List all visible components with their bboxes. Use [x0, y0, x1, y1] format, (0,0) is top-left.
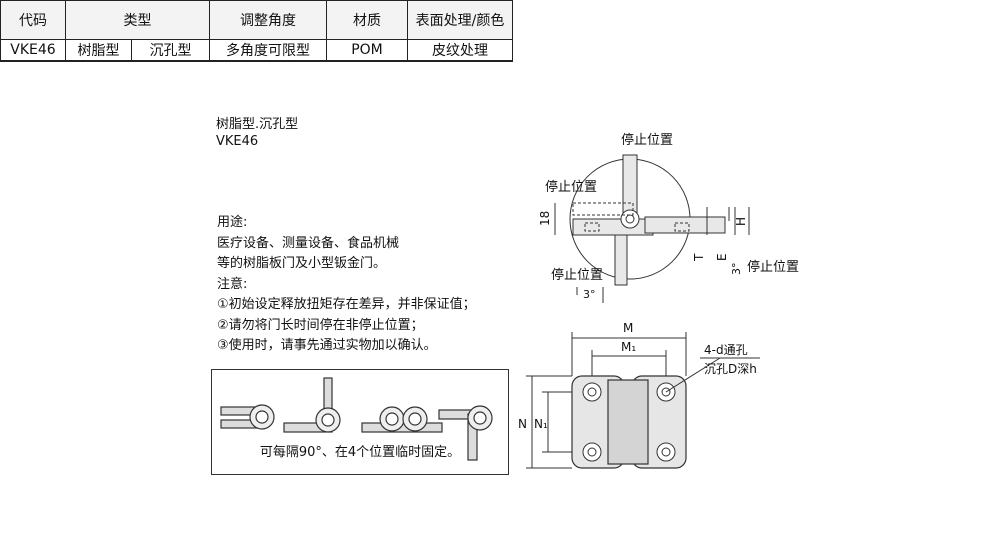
stop-position-right: 停止位置 — [747, 259, 799, 275]
hinge-position-0-icon — [220, 404, 275, 430]
counterbore-label: 沉孔D深h — [704, 362, 757, 376]
dim-t-label: T — [692, 253, 706, 262]
dim-n-label: N — [518, 417, 527, 431]
dim-18-label: 18 — [538, 211, 552, 226]
stop-position-top: 停止位置 — [621, 132, 673, 148]
col-header-type: 类型 — [65, 0, 210, 40]
spec-table: 代码 类型 调整角度 材质 表面处理/颜色 VKE46 树脂型 沉孔型 多角度可… — [0, 0, 513, 62]
col-header-material: 材质 — [326, 0, 408, 40]
product-type-title: 树脂型.沉孔型 — [216, 117, 299, 132]
note-line: 注意: — [217, 276, 248, 292]
col-header-surface: 表面处理/颜色 — [407, 0, 513, 40]
table-header-row: 代码 类型 调整角度 材质 表面处理/颜色 — [0, 0, 513, 40]
positions-caption: 可每隔90°、在4个位置临时固定。 — [260, 444, 460, 460]
front-view-drawing: M M₁ N N₁ 4-d通孔 沉孔D深h — [518, 321, 760, 469]
dim-m1-label: M₁ — [621, 340, 636, 354]
side-view-drawing: 18 T E H 3° 3° 停止位置 停止位置 停止位置 停止位置 — [538, 132, 799, 303]
stop-positions-box: 可每隔90°、在4个位置临时固定。 — [211, 369, 509, 475]
note-line: 用途: — [217, 215, 248, 230]
stop-position-bottom: 停止位置 — [551, 267, 603, 283]
stop-position-left: 停止位置 — [545, 179, 597, 195]
cell-code: VKE46 — [0, 39, 66, 62]
dim-m-label: M — [623, 321, 633, 335]
hinge-positions-illustration: 可每隔90°、在4个位置临时固定。 — [220, 377, 493, 461]
dim-n1-label: N₁ — [534, 417, 548, 431]
note-line: 医疗设备、测量设备、食品机械 — [217, 235, 400, 251]
note-line: 等的树脂板门及小型钣金门。 — [217, 256, 387, 271]
col-header-angle: 调整角度 — [209, 0, 327, 40]
hinge-position-90-icon — [283, 377, 341, 433]
col-header-code: 代码 — [0, 0, 66, 40]
cell-surface: 皮纹处理 — [407, 39, 513, 62]
dim-h-label: H — [734, 217, 748, 226]
angle-label-right: 3° — [730, 263, 743, 276]
cell-type-resin: 树脂型 — [65, 39, 132, 62]
hinge-leaves — [572, 154, 726, 286]
usage-notes: 用途: 医疗设备、测量设备、食品机械 等的树脂板门及小型钣金门。 注意: ①初始… — [217, 213, 476, 357]
product-code: VKE46 — [216, 134, 259, 149]
table-row: VKE46 树脂型 沉孔型 多角度可限型 POM 皮纹处理 — [0, 39, 513, 62]
dim-e-label: E — [715, 253, 729, 261]
cell-material: POM — [326, 39, 408, 62]
cell-type-counterbore: 沉孔型 — [131, 39, 210, 62]
hinge-position-270-icon — [438, 405, 493, 461]
note-line: ③使用时，请事先通过实物加以确认。 — [217, 338, 437, 353]
note-line: ①初始设定释放扭矩存在差异，并非保证值； — [217, 297, 476, 312]
hinge-position-180-icon — [361, 406, 443, 433]
angle-label-bottom: 3° — [583, 288, 596, 301]
hole-label: 4-d通孔 — [704, 343, 748, 357]
cell-angle: 多角度可限型 — [209, 39, 327, 62]
note-line: ②请勿将门长时间停在非停止位置； — [217, 317, 424, 333]
